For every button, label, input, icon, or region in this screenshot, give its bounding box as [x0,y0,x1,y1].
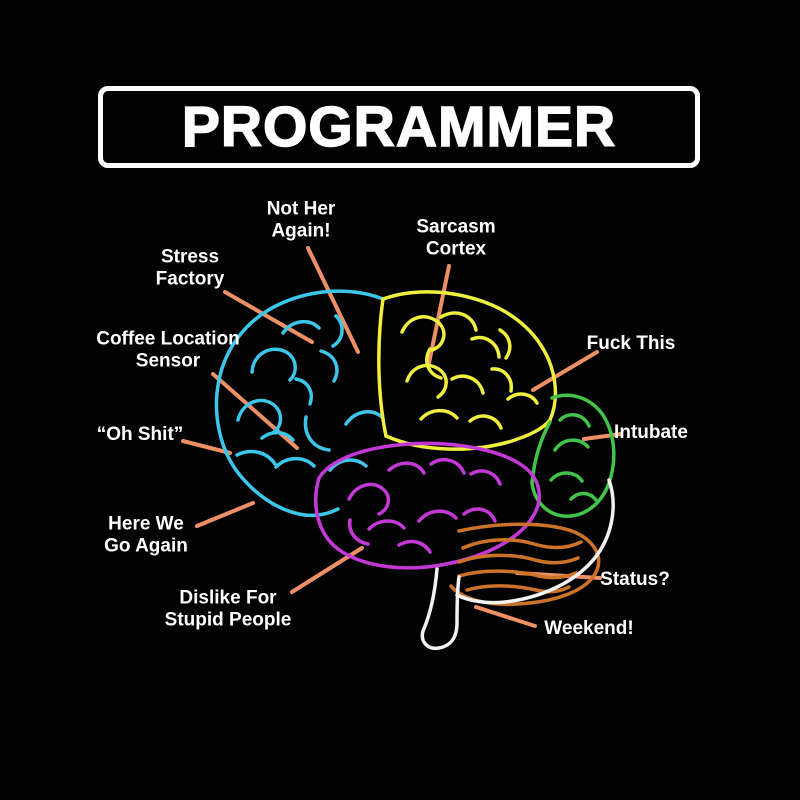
temporal-gyri [429,457,466,475]
leader-stress-factory [223,290,314,344]
label-intubate: Intubate [614,421,688,443]
frontal-gyri [294,377,313,406]
parietal-gyri [468,414,503,430]
parietal-gyri [405,363,448,399]
cerebellum-folds [465,584,571,594]
cerebellum-folds [457,569,578,580]
rear-outline [455,478,615,605]
label-here-we-go-again: Here We Go Again [104,513,188,557]
label-fuck-this: Fuck This [586,332,676,354]
frontal-lobe-region [214,289,385,518]
parietal-outline [377,297,388,438]
temporal-gyri [469,469,502,486]
label-dislike-for-stupid-people: Dislike For Stupid People [164,587,292,631]
temporal-gyri [462,507,497,523]
parietal-gyri [419,408,459,421]
parietal-gyri [439,311,478,332]
parietal-gyri [506,392,539,405]
leader-fuck-this [531,350,599,392]
temporal-outline [314,441,541,570]
parietal-lobe-region [377,290,558,451]
cerebellum-folds [457,553,580,565]
parietal-gyri [498,328,512,360]
temporal-gyri [347,518,370,546]
occipital-lobe-region [530,393,616,518]
parietal-gyri [450,374,485,395]
frontal-gyri [331,314,344,348]
frontal-gyri [274,456,316,469]
parietal-gyri [425,347,443,380]
parietal-outline [381,290,558,422]
temporal-lobe-region [314,441,541,570]
temporal-gyri [367,519,406,531]
leader-weekend [474,605,537,628]
frontal-gyri [235,449,277,466]
leader-here-we-go-again [195,501,255,528]
leader-lines [181,246,623,628]
leader-sarcasm-cortex [427,264,451,365]
temporal-gyri [347,482,391,516]
occipital-gyri [558,413,591,428]
temporal-gyri [397,539,432,554]
frontal-gyri [250,347,297,382]
parietal-gyri [400,315,446,352]
leader-not-her-again [306,246,360,354]
label-status: Status? [600,568,670,590]
title-box: PROGRAMMER [98,86,700,168]
occipital-gyri [553,438,590,452]
frontal-gyri [281,320,321,335]
label-sarcasm-cortex: Sarcasm Cortex [416,216,496,260]
leader-intubate [582,432,623,441]
temporal-gyri [417,509,458,523]
leader-coffee-location-sensor [211,372,299,450]
page-title: PROGRAMMER [181,94,617,160]
cerebellum-outline [449,522,601,607]
cerebellum-region [449,522,601,607]
frontal-gyri [319,349,339,383]
label-not-her-again: Not Her Again! [266,198,336,242]
parietal-gyri [470,335,501,359]
occipital-gyri [569,491,598,502]
frontal-gyri [303,415,331,452]
frontal-gyri [344,410,384,426]
frontal-outline [214,289,385,518]
occipital-gyri [549,471,584,483]
frontal-gyri [260,430,295,442]
stem-outline [420,567,461,651]
label-weekend: Weekend! [544,617,634,639]
label-stress-factory: Stress Factory [155,246,225,290]
leader-dislike-for-stupid-people [290,546,364,594]
label-coffee-location-sensor: Coffee Location Sensor [96,328,240,372]
label-oh-shit: “Oh Shit” [96,423,184,445]
temporal-gyri [387,461,426,475]
parietal-gyri [490,367,513,393]
brain-stem-outline [420,478,615,651]
cerebellum-folds [461,538,583,550]
frontal-gyri [236,398,283,434]
leader-oh-shit [181,439,232,455]
frontal-gyri [328,458,368,472]
